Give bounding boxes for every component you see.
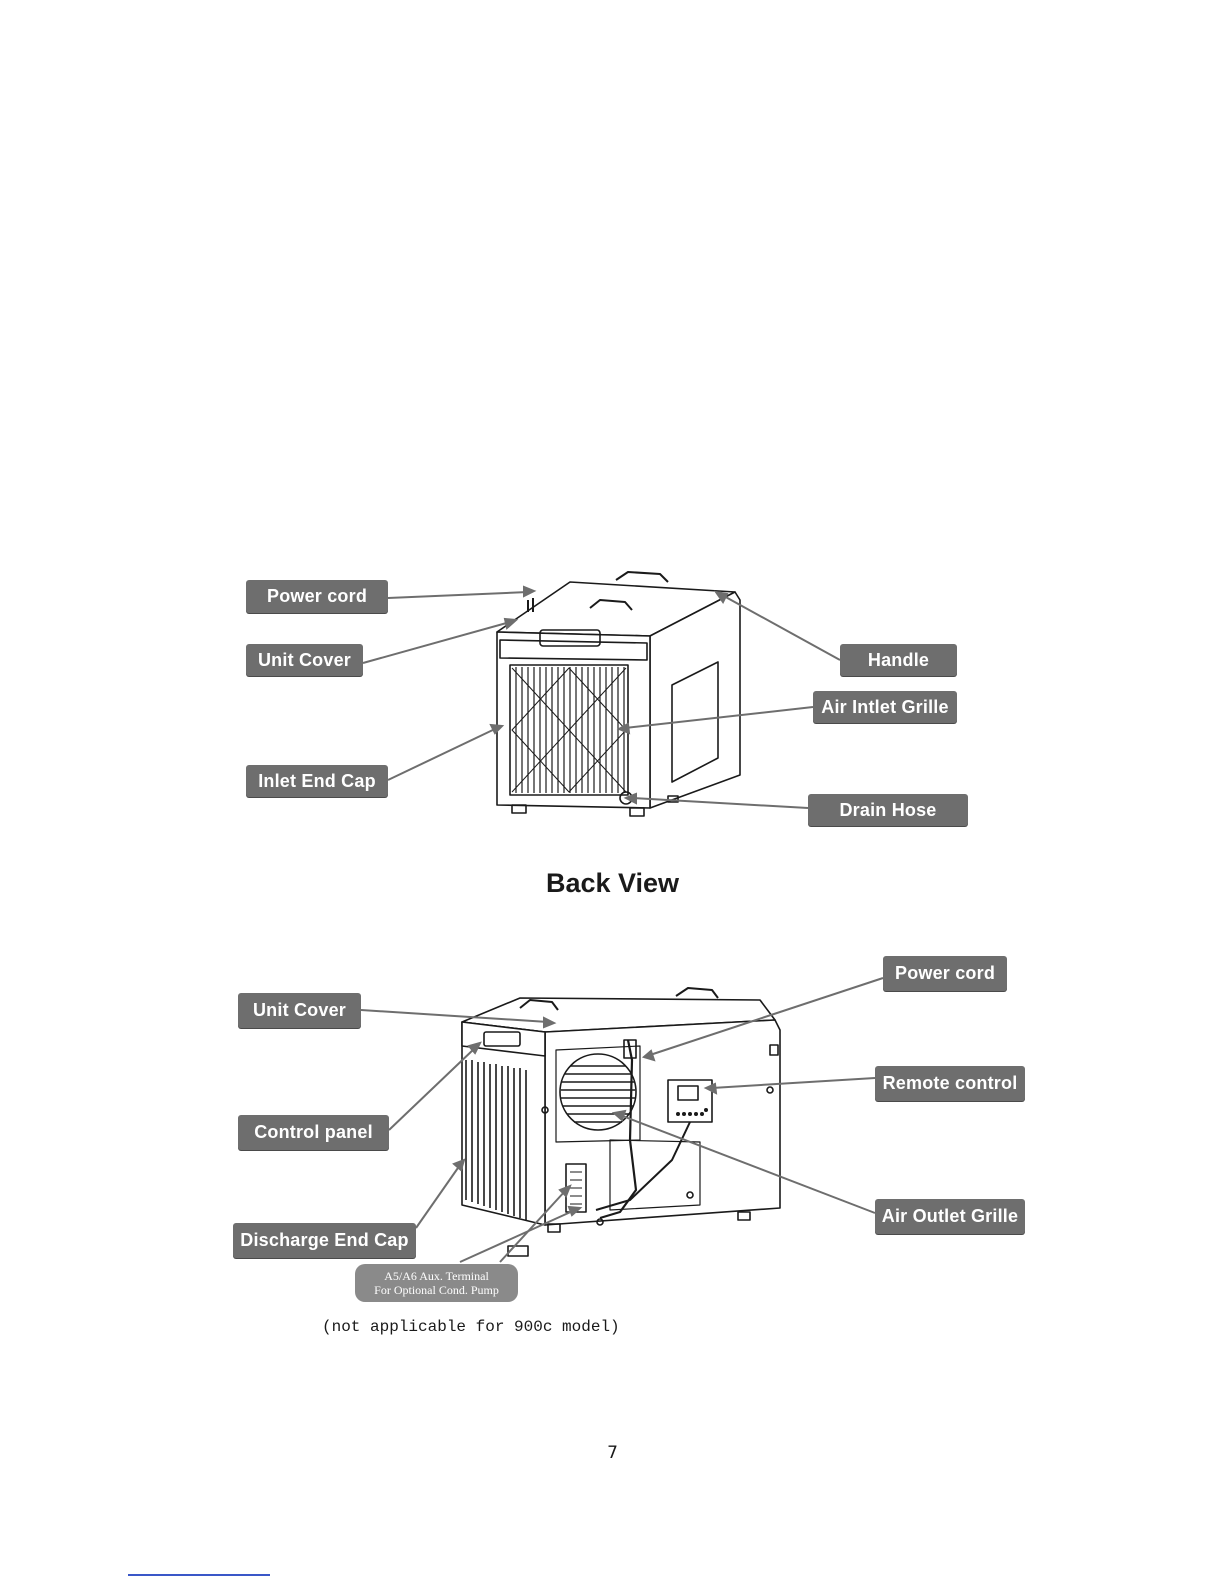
back-air-outlet-grille-label: Air Outlet Grille (875, 1199, 1025, 1234)
model-note: (not applicable for 900c model) (322, 1318, 620, 1336)
footer-rule (128, 1574, 270, 1576)
front-view-diagram (0, 560, 1225, 840)
back-control-panel-label: Control panel (238, 1115, 389, 1150)
front-unit-cover-label: Unit Cover (246, 644, 363, 676)
front-drain-hose-label: Drain Hose (808, 794, 968, 826)
aux-terminal-label: A5/A6 Aux. Terminal For Optional Cond. P… (355, 1264, 518, 1302)
aux-terminal-line1: A5/A6 Aux. Terminal (355, 1269, 518, 1283)
back-power-cord-label: Power cord (883, 956, 1007, 991)
back-remote-control-label: Remote control (875, 1066, 1025, 1101)
page-number: 7 (0, 1443, 1225, 1463)
front-power-cord-label: Power cord (246, 580, 388, 613)
back-view-illustration (0, 950, 1225, 1270)
back-discharge-end-cap-label: Discharge End Cap (233, 1223, 416, 1258)
front-handle-label: Handle (840, 644, 957, 676)
back-unit-cover-label: Unit Cover (238, 993, 361, 1028)
aux-terminal-line2: For Optional Cond. Pump (355, 1283, 518, 1297)
back-view-diagram (0, 950, 1225, 1270)
back-view-title: Back View (0, 868, 1225, 899)
front-inlet-end-cap-label: Inlet End Cap (246, 765, 388, 797)
front-view-illustration (0, 560, 1225, 840)
front-air-inlet-grille-label: Air Intlet Grille (813, 691, 957, 723)
